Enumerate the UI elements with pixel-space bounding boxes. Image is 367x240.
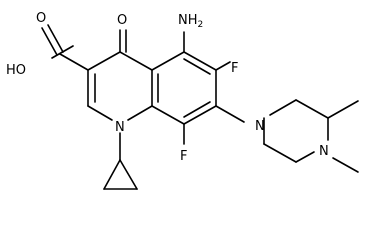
bond — [183, 105, 217, 125]
bond — [295, 99, 329, 119]
ketone-oxygen-label: O — [117, 13, 127, 28]
bond — [215, 61, 231, 71]
bond — [127, 105, 153, 121]
bond — [87, 51, 121, 71]
structure-canvas: O HO O NH2 F F N N N — [6, 11, 359, 190]
bond — [59, 53, 89, 71]
bond — [47, 24, 64, 53]
bond — [119, 159, 138, 190]
bond — [215, 105, 245, 123]
bond — [183, 51, 217, 71]
carbonyl-oxygen-label: O — [36, 11, 46, 26]
hydroxyl-label: HO — [6, 63, 26, 78]
bond — [183, 58, 211, 75]
bond — [183, 101, 211, 118]
molecule-diagram: O HO O NH2 F F N N N — [6, 11, 359, 190]
bond — [151, 105, 185, 125]
bond — [41, 27, 58, 56]
bond — [295, 151, 315, 163]
bond — [263, 143, 297, 163]
bond — [87, 105, 113, 121]
bond — [151, 51, 185, 71]
fluorine-lower-label: F — [180, 149, 187, 164]
piperazine-nitrogen-2-label: N — [319, 144, 329, 159]
fluorine-upper-label: F — [231, 61, 238, 76]
ring-nitrogen-label: N — [115, 120, 125, 135]
bond — [119, 51, 153, 71]
bond — [327, 100, 359, 119]
piperazine-nitrogen-1-label: N — [255, 119, 265, 134]
bond — [103, 159, 121, 190]
bond — [269, 99, 297, 116]
bond — [332, 157, 359, 173]
amino-label: NH2 — [178, 13, 203, 30]
